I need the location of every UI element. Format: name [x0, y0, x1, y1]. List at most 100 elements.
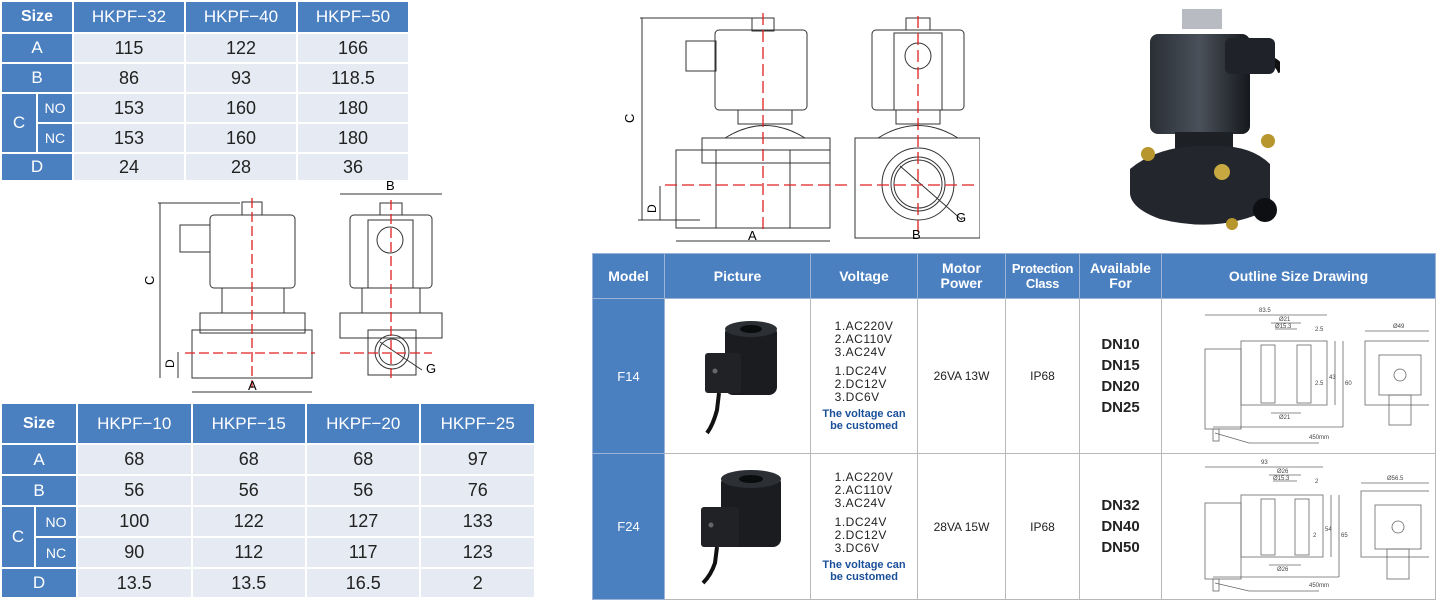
table-cell: 90	[76, 536, 193, 569]
table-cell: 133	[419, 505, 536, 538]
dn-size: DN25	[1101, 399, 1140, 416]
ac-voltage: 1.AC220V	[834, 469, 894, 484]
model-header: HKPF−40	[184, 0, 298, 34]
model-header: HKPF−20	[304, 402, 422, 445]
dn-size: DN20	[1101, 378, 1140, 395]
ac-voltage: 2.AC110V	[834, 482, 893, 497]
table-cell: 93	[184, 62, 298, 94]
dn-size: DN40	[1101, 518, 1140, 535]
table-row: F24 1.AC220V 2.AC110V 3.AC24V 1.DC24V 2.…	[592, 453, 1436, 600]
voltage-cell: 1.AC220V 2.AC110V 3.AC24V 1.DC24V 2.DC12…	[810, 453, 918, 600]
drawing-dim: Ø49	[1393, 324, 1405, 330]
valve-photo	[1130, 9, 1280, 230]
model-header: HKPF−32	[72, 0, 186, 34]
table-cell: 97	[419, 443, 536, 476]
size-header: Size	[0, 0, 75, 34]
table-cell: 123	[419, 536, 536, 569]
ac-voltage: 3.AC24V	[834, 345, 887, 359]
outline-drawing-f24: 93 Ø26 Ø15.3 2 54 65 2 Ø26 Ø56.5 450mm	[1204, 460, 1435, 592]
row-label-no: NO	[35, 92, 75, 124]
drawing-dim: Ø21	[1279, 317, 1291, 323]
drawing-dim: Ø21	[1279, 415, 1291, 421]
table-cell: 127	[304, 505, 422, 538]
drawing-dim: 2	[1315, 479, 1319, 485]
table-cell: 153	[72, 122, 186, 154]
table-cell: 117	[304, 536, 422, 569]
dc-voltage: 1.DC24V	[834, 514, 887, 529]
dim-label-d: D	[163, 359, 177, 368]
size-header: Size	[0, 402, 79, 445]
table-cell: 118.5	[295, 62, 411, 94]
dim-label-a: A	[748, 228, 757, 243]
drawing-dim: 83.5	[1259, 308, 1271, 314]
header-text: Available	[1090, 260, 1151, 276]
header-text: For	[1109, 275, 1132, 291]
header-outline-drawing: Outline Size Drawing	[1161, 253, 1436, 299]
note-line: be customed	[830, 570, 898, 583]
small-size-table: Size HKPF−10 HKPF−15 HKPF−20 HKPF−25 A 6…	[0, 402, 536, 599]
drawing-dim: Ø56.5	[1387, 476, 1404, 482]
table-cell: 160	[184, 122, 298, 154]
ac-voltage: 2.AC110V	[834, 332, 893, 346]
drawing-dim: 2.5	[1315, 381, 1324, 387]
dc-voltage: 1.DC24V	[834, 364, 887, 378]
dc-voltage: 3.DC6V	[834, 540, 880, 555]
table-cell: 112	[190, 536, 307, 569]
table-cell: 180	[295, 92, 411, 124]
header-text: Class	[1025, 276, 1060, 291]
row-label-no: NO	[33, 505, 79, 538]
nut	[1182, 9, 1222, 29]
row-label-nc: NC	[35, 122, 75, 154]
table-cell: 24	[72, 152, 186, 182]
dc-voltage: 2.DC12V	[834, 527, 887, 542]
dim-label-g: G	[426, 361, 436, 376]
ac-voltage: 1.AC220V	[834, 319, 894, 333]
dn-size: DN10	[1101, 336, 1140, 353]
row-label-c: C	[0, 505, 36, 569]
dim-label-b: B	[386, 180, 395, 193]
connector-box	[179, 224, 211, 253]
outline-drawing-cell: 93 Ø26 Ø15.3 2 54 65 2 Ø26 Ø56.5 450mm	[1161, 453, 1436, 600]
drawing-dim: 65	[1341, 533, 1348, 539]
table-cell: 56	[190, 474, 307, 507]
row-label-a: A	[0, 32, 75, 64]
voltage-list: 1.AC220V 2.AC110V 3.AC24V 1.DC24V 2.DC12…	[834, 469, 894, 555]
dn-size: DN50	[1101, 539, 1140, 556]
dim-label-g: G	[956, 210, 966, 225]
row-label-b: B	[0, 474, 79, 507]
large-valve-drawing: C D A B G	[622, 13, 980, 243]
dim-label-c: C	[142, 276, 157, 285]
note-line: The voltage can	[822, 408, 906, 420]
dim-label-a: A	[248, 378, 257, 393]
table-cell: 86	[72, 62, 186, 94]
dim-label-c: C	[622, 114, 637, 123]
table-cell: 68	[190, 443, 307, 476]
table-cell: 160	[184, 92, 298, 124]
drawing-dim: 54	[1325, 527, 1332, 533]
large-size-table: Size HKPF−32 HKPF−40 HKPF−50 A 115 122 1…	[0, 0, 411, 182]
table-cell: 13.5	[190, 567, 307, 599]
model-cell: F14	[592, 298, 665, 454]
dim-label-b: B	[912, 227, 921, 242]
drawing-dim: 450mm	[1309, 583, 1329, 589]
table-cell: 28	[184, 152, 298, 182]
table-cell: 100	[76, 505, 193, 538]
dim-label-d: D	[645, 204, 659, 213]
drawing-dim: 450mm	[1309, 435, 1329, 441]
protection-cell: IP68	[1005, 298, 1080, 454]
table-cell: 16.5	[304, 567, 422, 599]
dc-voltage: 2.DC12V	[834, 377, 887, 391]
power-cell: 28VA 15W	[917, 453, 1006, 600]
model-cell: F24	[592, 453, 665, 600]
small-valve-drawing: C D A B G	[142, 180, 443, 393]
table-cell: 2	[419, 567, 536, 599]
dc-voltage: 3.DC6V	[834, 390, 880, 404]
header-text: Power	[940, 275, 983, 291]
table-cell: 36	[295, 152, 411, 182]
header-text: Protection	[1011, 261, 1074, 276]
header-voltage: Voltage	[810, 253, 918, 299]
